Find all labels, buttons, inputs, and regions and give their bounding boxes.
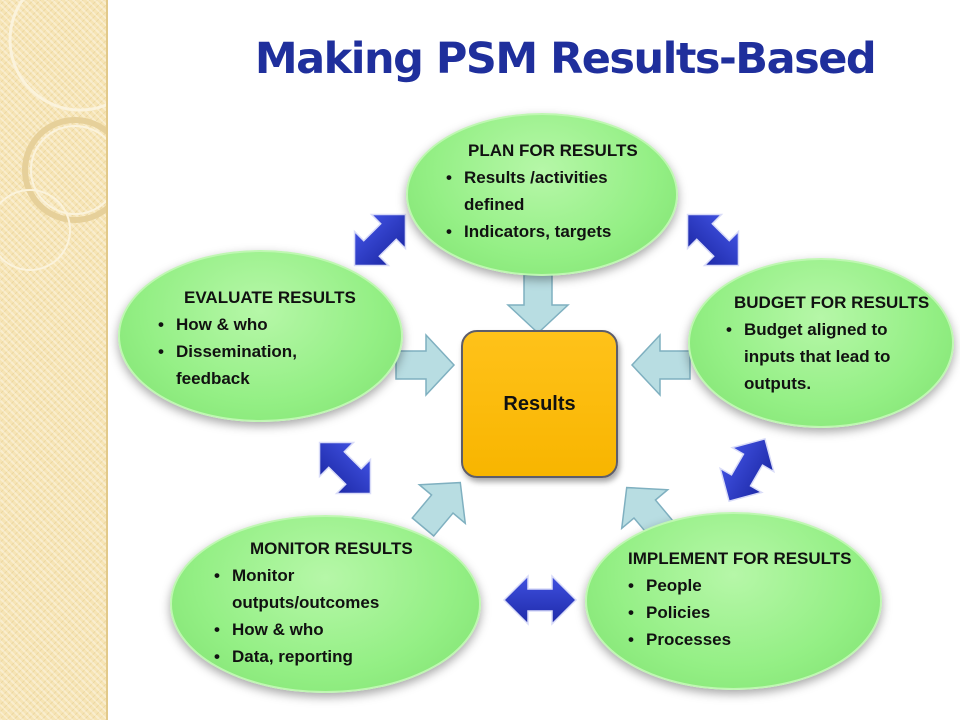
monitor-bullet: How & who	[214, 616, 413, 643]
plan-bullet: Results /activities	[446, 164, 638, 191]
budget-bullet: Budget aligned to	[726, 316, 929, 343]
monitor-bullet-continuation: outputs/outcomes	[232, 593, 380, 612]
implement-bullet: People	[628, 572, 852, 599]
results-label: Results	[503, 392, 576, 415]
results-node: Results	[461, 330, 618, 478]
monitor-node-text: MONITOR RESULTS Monitor outputs/outcomes…	[214, 535, 413, 670]
plan-to-results-arrow	[506, 274, 570, 335]
evaluate-bullet: How & who	[158, 311, 356, 338]
monitor-implement-double-arrow	[502, 574, 578, 626]
plan-bullet-continuation: defined	[464, 195, 525, 214]
monitor-bullet: Monitor	[214, 562, 413, 589]
monitor-bullet: Data, reporting	[214, 643, 413, 670]
evaluate-monitor-double-arrow	[318, 441, 372, 495]
decorative-sidebar	[0, 0, 108, 720]
implement-heading: IMPLEMENT FOR RESULTS	[628, 549, 852, 568]
plan-node	[406, 113, 678, 276]
decorative-circles	[0, 0, 106, 271]
budget-bullet-continuation: outputs.	[744, 374, 812, 393]
plan-budget-double-arrow	[686, 213, 740, 267]
implement-bullet: Processes	[628, 626, 852, 653]
plan-heading: PLAN FOR RESULTS	[468, 141, 638, 160]
budget-node-text: BUDGET FOR RESULTS Budget aligned to inp…	[726, 289, 929, 397]
page-title: Making PSM Results-Based	[254, 34, 877, 84]
evaluate-node-text: EVALUATE RESULTS How & who Dissemination…	[158, 284, 356, 392]
plan-bullet: Indicators, targets	[446, 218, 638, 245]
evaluate-heading: EVALUATE RESULTS	[184, 288, 356, 307]
plan-node-text: PLAN FOR RESULTS Results /activities def…	[446, 137, 638, 245]
budget-implement-double-arrow	[719, 437, 775, 503]
budget-bullet-continuation: inputs that lead to	[744, 347, 891, 366]
budget-node	[688, 258, 954, 428]
monitor-to-results-arrow	[411, 481, 467, 538]
evaluate-bullet-continuation: feedback	[176, 369, 250, 388]
implement-node-text: IMPLEMENT FOR RESULTS People Policies Pr…	[628, 545, 852, 653]
evaluate-plan-double-arrow	[353, 213, 407, 267]
monitor-heading: MONITOR RESULTS	[250, 539, 413, 558]
implement-bullet: Policies	[628, 599, 852, 626]
budget-to-results-arrow	[630, 333, 691, 397]
evaluate-to-results-arrow	[395, 333, 456, 397]
evaluate-bullet: Dissemination,	[158, 338, 356, 365]
budget-heading: BUDGET FOR RESULTS	[734, 293, 930, 312]
